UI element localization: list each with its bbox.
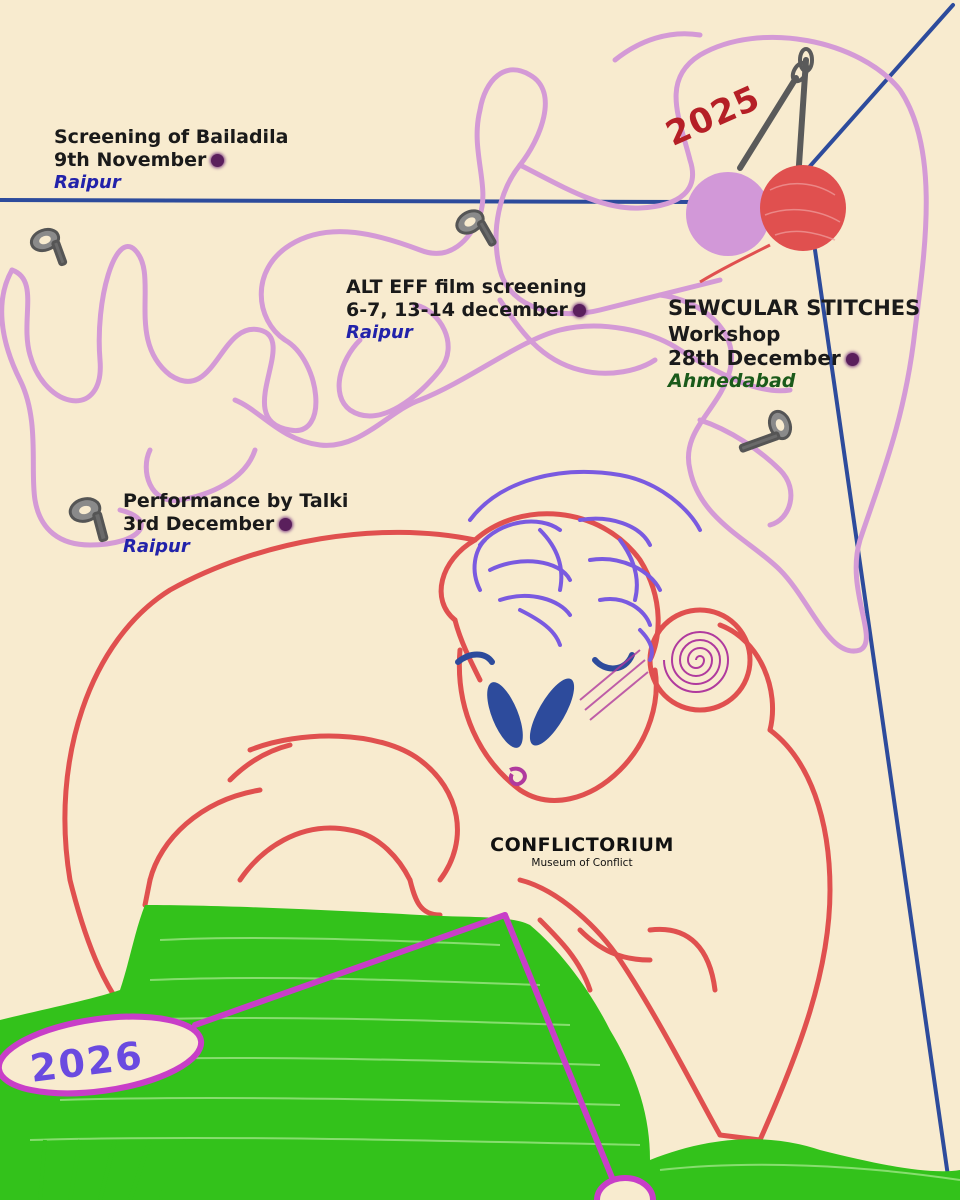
event-date: 3rd December [123, 513, 348, 536]
event-alt-eff: ALT EFF film screening 6-7, 13-14 decemb… [346, 276, 587, 344]
event-title: Screening of Bailadila [54, 126, 289, 148]
marker-dot-icon [279, 518, 293, 532]
event-city: Raipur [346, 322, 413, 344]
event-date: 9th November [54, 149, 288, 172]
hair [468, 470, 702, 662]
yarn-ball-icon [686, 47, 846, 284]
event-city: Ahmedabad [668, 370, 796, 393]
event-city: Raipur [54, 172, 121, 194]
knitted-fabric [0, 905, 960, 1200]
marker-dot-icon [845, 353, 859, 366]
event-title: Performance by Talki [123, 490, 349, 512]
event-city: Raipur [123, 536, 190, 558]
event-subtitle: Workshop [668, 321, 781, 346]
brand-name: CONFLICTORIUM [490, 834, 674, 856]
yarn-thread [0, 31, 929, 654]
marker-dot-icon [211, 154, 225, 168]
event-title: SEWCULAR STITCHES [668, 296, 921, 320]
headphone-spiral-icon [663, 631, 730, 693]
event-date: 6-7, 13-14 december [346, 299, 587, 322]
event-talki: Performance by Talki 3rd December Raipur [123, 490, 348, 558]
pin-icon [29, 209, 793, 543]
brand-tagline: Museum of Conflict [531, 857, 633, 869]
event-sewcular: SEWCULAR STITCHES Workshop 28th December… [668, 296, 920, 394]
event-title: ALT EFF film screening [346, 276, 587, 298]
knitting-needle-icon [0, 912, 656, 1200]
brand-logo: CONFLICTORIUM Museum of Conflict [482, 834, 682, 869]
event-bailadila: Screening of Bailadila 9th November Raip… [54, 126, 288, 194]
figure-outline [62, 511, 833, 1143]
face [455, 649, 649, 787]
event-date: 28th December [668, 346, 920, 370]
marker-dot-icon [572, 304, 586, 318]
